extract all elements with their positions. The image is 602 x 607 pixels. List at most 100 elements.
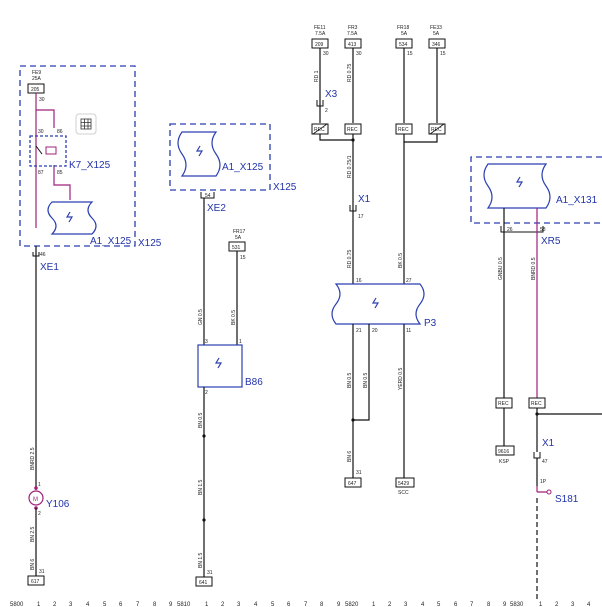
wire-gnbu: GNBU 0.5 — [498, 257, 504, 280]
s181-label: S181 — [555, 494, 579, 505]
a1-x125-left-label: A1_X125 — [90, 236, 132, 247]
fuse-fr17-num: 531 — [232, 245, 241, 251]
ruler-5800-d3: 3 — [69, 602, 73, 607]
ground-5429-num: 5429 — [398, 481, 409, 487]
splice-dot-4 — [351, 418, 355, 422]
x3-connector — [316, 100, 324, 107]
ruler-5810-d7: 7 — [304, 602, 308, 607]
k7-coil — [45, 146, 57, 155]
fuse-fe9-rating: 25A — [32, 76, 42, 82]
fuse-fe9-num: 205 — [31, 87, 40, 93]
ruler-5820-d5: 5 — [437, 602, 441, 607]
ruler-5800: 5800 — [10, 602, 24, 607]
splice-dot-5 — [535, 412, 539, 416]
ground-641-pin: 31 — [207, 570, 213, 576]
ruler-5810-d6: 6 — [287, 602, 291, 607]
ecu-mid-symbol-icon — [195, 145, 204, 157]
ruler-5810-d3: 3 — [237, 602, 241, 607]
grid-view-button[interactable] — [75, 113, 97, 135]
k7-pin-85: 85 — [57, 170, 63, 176]
ground-647-num: 647 — [348, 481, 357, 487]
x1-right-connector — [533, 452, 541, 459]
k7-label: K7_X125 — [69, 160, 111, 171]
p3-pin-11: 11 — [406, 328, 411, 334]
ruler-5820-d3: 3 — [404, 602, 408, 607]
rec-join-left — [319, 134, 353, 141]
s181-pin: 1P — [540, 479, 547, 485]
a1-x131-symbol-icon — [515, 176, 524, 188]
p3-pin-27: 27 — [406, 278, 412, 284]
rec-label-5: REC — [498, 401, 509, 407]
ground-617-box — [27, 575, 45, 586]
k7-pin-87: 87 — [38, 170, 44, 176]
ruler-5820-d9: 9 — [503, 602, 507, 607]
xr5-pin-58: 58 — [540, 227, 546, 233]
splice-dot-2 — [202, 518, 206, 522]
x1-mid-connector — [349, 205, 357, 212]
ground-617-pin: 31 — [39, 569, 45, 575]
ruler-5800-d9: 9 — [169, 602, 173, 607]
a1-x125-mid-ecu — [177, 131, 221, 177]
rec-label-2: REC — [347, 127, 358, 133]
a1-x131-label: A1_X131 — [556, 195, 598, 206]
wire-yerd: YERD 0.5 — [398, 368, 404, 390]
ruler-5830-d2: 2 — [555, 602, 559, 607]
x125-mid-dashed-box — [169, 123, 271, 191]
ground-9616-box — [495, 445, 515, 456]
k7-relay-box — [29, 135, 67, 167]
fuse-fr18-rating: 5A — [401, 31, 408, 37]
wire-bn05-b: BN 0.5 — [363, 372, 369, 388]
x125-mid-label: X125 — [273, 182, 297, 193]
ruler-5820-d1: 1 — [372, 602, 376, 607]
xe1-pin: 46 — [40, 252, 46, 258]
wire-bk05-mid: BK 0.5 — [398, 253, 404, 268]
ground-617-num: 617 — [31, 579, 40, 585]
fuse-fe33-name: FE33 — [430, 25, 442, 31]
x1-right-label: X1 — [542, 438, 555, 449]
fuse-fe9-pin: 30 — [39, 97, 45, 103]
b86-label: B86 — [245, 377, 263, 388]
fuse-fr3-num: 413 — [348, 42, 357, 48]
x3-label: X3 — [325, 89, 338, 100]
p3-symbol-icon — [371, 297, 380, 309]
p3-20-wire — [353, 324, 370, 421]
x1-mid-pin: 17 — [358, 214, 364, 220]
xe1-label: XE1 — [40, 262, 59, 273]
y106-pin-2: 2 — [38, 511, 41, 517]
fuse-fe11-rating: 7.5A — [315, 31, 326, 37]
k7-contact — [35, 145, 43, 155]
wire-rd1: RD 1 — [314, 70, 320, 82]
fuse-fe33-num: 346 — [432, 42, 441, 48]
xr5-pin-26: 26 — [507, 227, 513, 233]
wire-bnrd25: BNRD 2.5 — [30, 447, 36, 470]
wire-gn05: GN 0.5 — [198, 309, 204, 325]
ruler-5820-d7: 7 — [470, 602, 474, 607]
p3-pin-16: 16 — [356, 278, 362, 284]
x125-left-dashed-box — [19, 65, 136, 247]
a1-x125-mid-label: A1_X125 — [222, 162, 264, 173]
ruler-5800-d5: 5 — [103, 602, 107, 607]
rec-label-3: REC — [398, 127, 409, 133]
ground-9616-label: KSP — [499, 459, 510, 465]
ruler-5820-d4: 4 — [421, 602, 425, 607]
ruler-5800-d1: 1 — [37, 602, 41, 607]
ruler-5820-d2: 2 — [388, 602, 392, 607]
fuse-fe33-rating: 5A — [433, 31, 440, 37]
ruler-5830: 5830 — [510, 602, 524, 607]
ruler-5800-d7: 7 — [136, 602, 140, 607]
ground-5429-label: SCC — [398, 490, 409, 496]
wire-bn25: BN 2.5 — [30, 526, 36, 542]
x1-mid-label: X1 — [358, 194, 371, 205]
ruler-5810-d1: 1 — [205, 602, 209, 607]
a1-x131-ecu — [483, 163, 551, 209]
splice-dot-1 — [202, 434, 206, 438]
ruler-5810-d9: 9 — [337, 602, 341, 607]
fuse-fr17-rating: 5A — [235, 235, 242, 241]
ruler-5820-d8: 8 — [487, 602, 491, 607]
ruler-5810-d4: 4 — [254, 602, 258, 607]
ruler-5800-d6: 6 — [119, 602, 123, 607]
fuse-fe11-name: FE11 — [314, 25, 326, 31]
fuse-fr18-name: FR18 — [397, 25, 409, 31]
ruler-5820: 5820 — [345, 602, 359, 607]
